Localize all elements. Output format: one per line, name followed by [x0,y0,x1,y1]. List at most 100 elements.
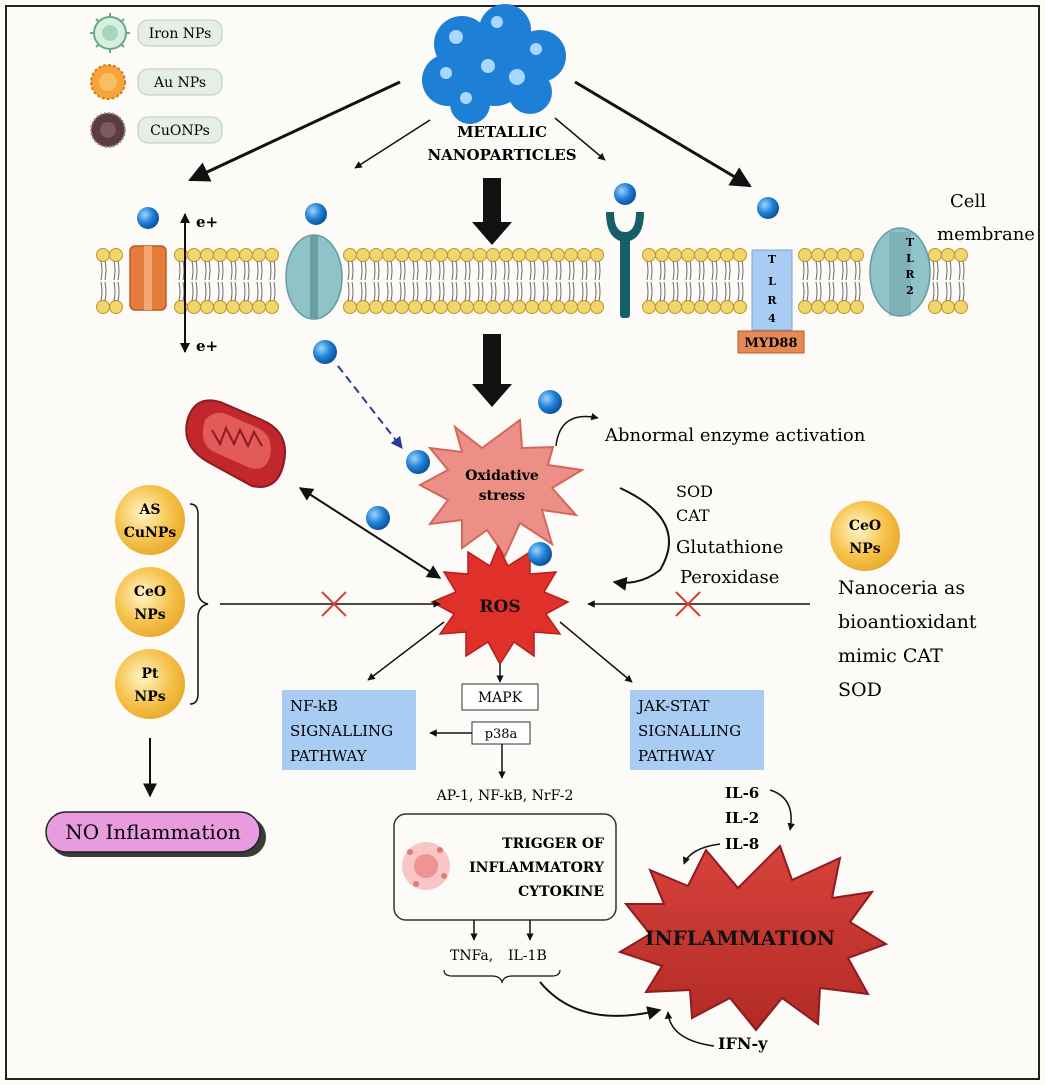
big-down-arrow-1 [472,178,512,245]
interleukin-label: IL-6 [725,784,759,802]
nanoceria-line: bioantioxidant [838,611,977,633]
ifn-label: IFN-y [718,1034,768,1053]
metallic-nanoparticle-cluster-icon [422,4,566,124]
arrow-ros-jak [559,621,633,683]
cytokine-brace [443,969,561,984]
interleukin-label: IL-8 [725,835,759,853]
lipid-pair [499,248,513,314]
jak-line: SIGNALLING [638,722,741,740]
tlr4-receptor [751,249,793,331]
cell-membrane-label-2: membrane [937,224,1035,245]
cytokine-cell-icon [402,842,450,890]
il-curve-arrow-left [682,843,721,865]
transporter-channel [285,234,343,320]
nanoparticle-bead [538,390,562,414]
lipid-pair [577,248,591,314]
nanoceria-line: SOD [838,679,882,701]
np-circle-ceo-nps-right [830,501,900,571]
nfkb-pathway-box [282,690,416,770]
lipid-pair [564,248,578,314]
interleukin-label: IL-2 [725,809,759,827]
lipid-pair [356,248,370,314]
metallic-label-line2: NANOPARTICLES [427,146,576,164]
jak-pathway-box [630,690,764,770]
nanoceria-line: mimic CAT [838,645,943,667]
tlr2-letter: R [905,268,915,281]
lipid-pair [265,248,279,314]
cell-membrane-label-1: Cell [950,191,986,212]
il1b-label: IL-1B [508,948,547,964]
tlr2-letter: T [906,236,915,249]
lipid-pair [187,248,201,314]
inflammation-label: INFLAMMATION [645,926,835,950]
lipid-pair [954,248,968,314]
arrow-ros-nfkb [367,621,445,681]
enzyme-line: SOD [676,482,713,501]
myd88-box [737,330,805,354]
lipid-pair [941,248,955,314]
nanoparticle-bead [137,207,159,229]
np-circle-pt-nps [115,649,185,719]
tlr4-letter: R [767,294,777,307]
tlr4-letter: T [768,253,777,266]
mapk-box [461,683,539,711]
nfkb-line: NF-kB [290,697,338,715]
lipid-pair [928,248,942,314]
lipid-pair [109,248,123,314]
mitochondrion-icon [185,399,286,488]
cuo-np-icon [90,112,126,148]
nanoparticle-bead [313,340,337,364]
lipid-pair [720,248,734,314]
lipid-pair [460,248,474,314]
np-label: CeO [134,584,166,600]
mapk-label: MAPK [478,690,523,706]
np-label: NPs [134,689,165,705]
trigger-line: INFLAMMATORY [469,860,605,876]
arrow-to-tlr4 [574,80,752,188]
tlr4-letter: 4 [768,312,776,325]
legend-pill [137,116,223,144]
abnormal-curve-arrow [555,412,599,447]
trigger-line: TRIGGER OF [502,836,604,852]
ion-channel [129,245,167,311]
cell-membrane-bilayer [96,248,968,314]
au-np-icon [90,64,126,100]
inflammation-burst [617,844,889,1032]
np-label: AS [139,502,161,518]
np-label: NPs [134,607,165,623]
lipid-pair [382,248,396,314]
np-label: CeO [849,518,881,534]
legend: Iron NPs Au NPs CuONPs [90,13,223,148]
lipid-pair [824,248,838,314]
legend-label-cuo: CuONPs [150,123,210,139]
tnf-label: TNFa, [450,948,493,964]
lipid-pair [551,248,565,314]
e-plus-bottom: e+ [196,337,218,355]
lipid-pair [512,248,526,314]
legend-label-au: Au NPs [153,75,206,91]
np-circle-as-cunps [115,485,185,555]
nanoparticle-bead [528,542,552,566]
lipid-pair [447,248,461,314]
inhibition-cross-right [675,591,701,617]
lipid-pair [850,248,864,314]
arrow-to-ion-channel [188,80,401,182]
tlr2-receptor [869,227,931,317]
tlr2-letter: 2 [906,284,914,297]
nfkb-line: PATHWAY [290,747,368,765]
np-circle-ceo-nps [115,567,185,637]
oxidative-line1: Oxidative [465,468,539,484]
oxidative-line2: stress [479,488,526,504]
nanoceria-line: Nanoceria as [838,577,965,599]
lipid-pair [538,248,552,314]
arrow-to-receptor [554,117,606,161]
lipid-pair [434,248,448,314]
no-inflammation-pill [45,811,261,853]
left-brace [189,503,209,705]
lipid-pair [798,248,812,314]
nanoparticle-bead [614,183,636,205]
nanoparticle-bead [406,450,430,474]
tlr4-letter: L [768,275,776,288]
ifn-curve-arrow [664,1011,715,1047]
